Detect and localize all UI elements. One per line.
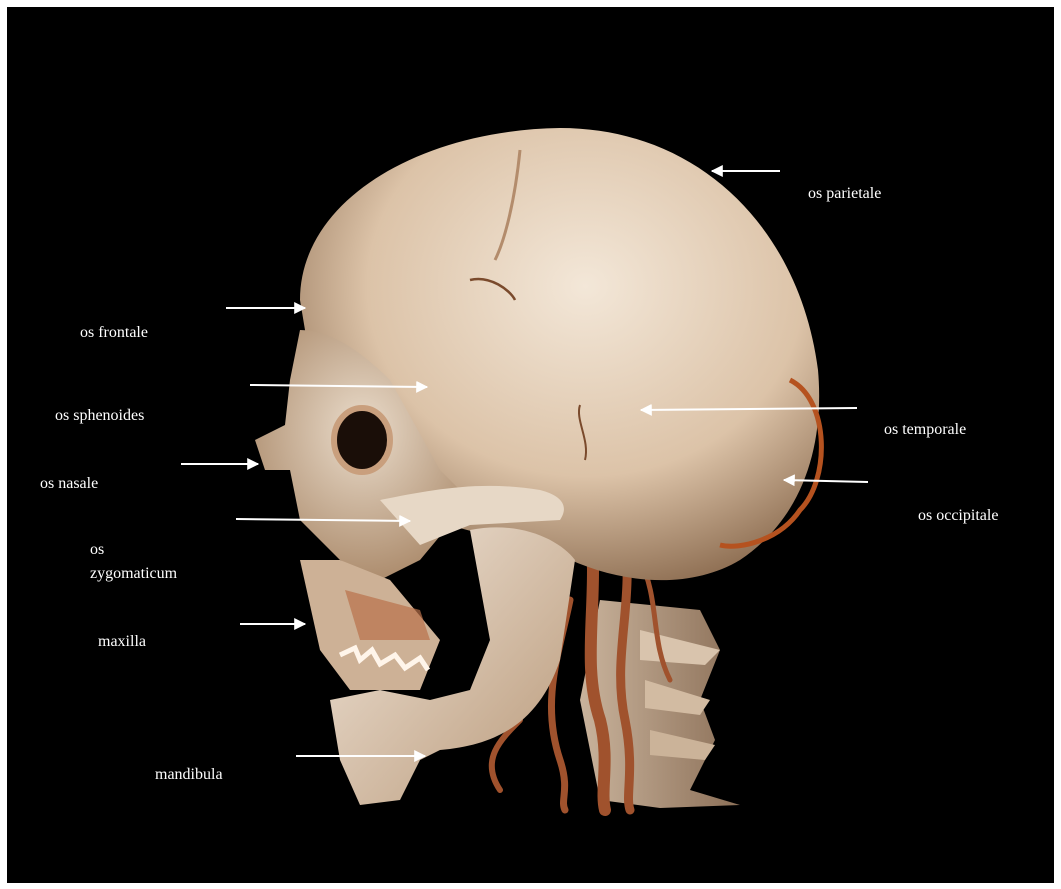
label-maxilla: maxilla (98, 632, 146, 652)
label-mandibula: mandibula (155, 765, 223, 785)
label-os-parietale: os parietale (808, 184, 881, 204)
label-os-occipitale: os occipitale (918, 506, 998, 526)
label-os-zygomaticum-line2: zygomaticum (90, 564, 177, 584)
label-os-nasale: os nasale (40, 474, 98, 494)
label-os-zygomaticum-line1: os (90, 540, 104, 560)
label-os-temporale: os temporale (884, 420, 966, 440)
label-os-sphenoides: os sphenoides (55, 406, 144, 426)
label-os-frontale: os frontale (80, 323, 148, 343)
